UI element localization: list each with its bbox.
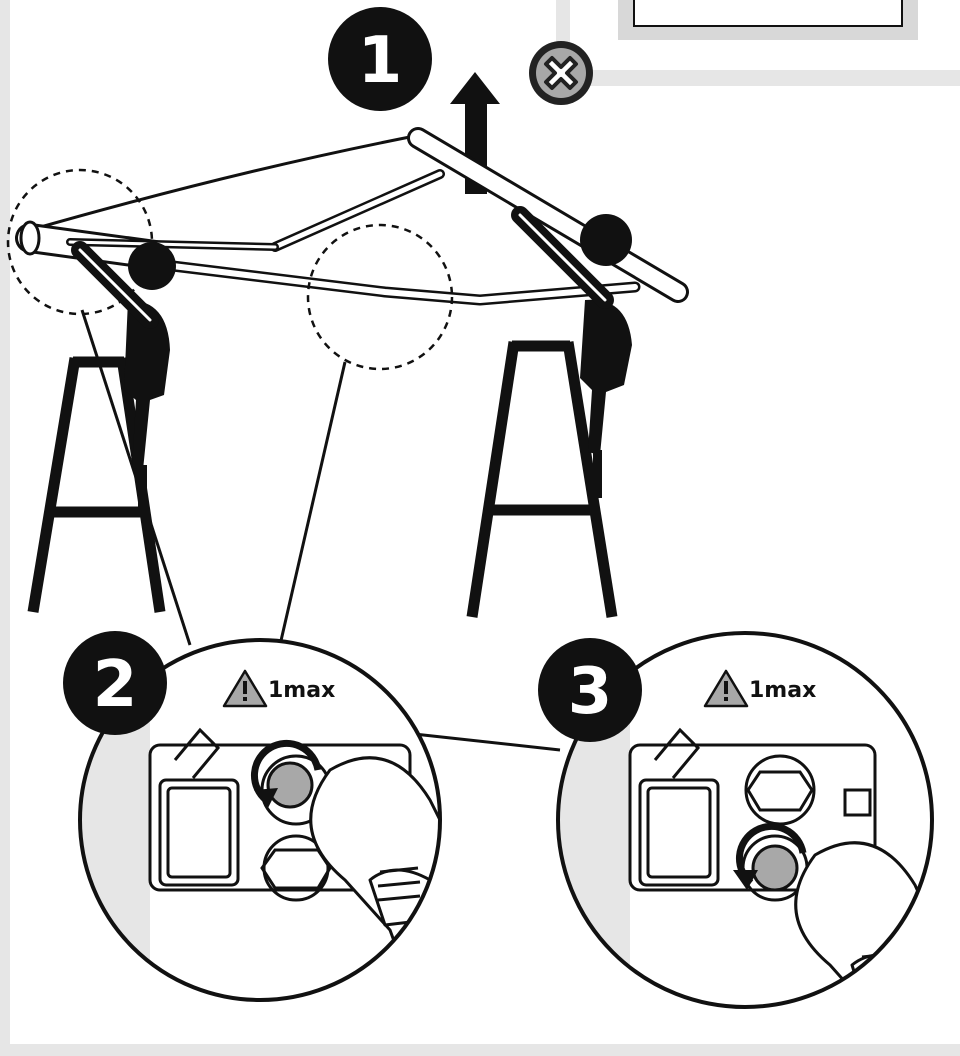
ladder-icon	[466, 340, 618, 618]
step-2-label: 2	[93, 648, 138, 722]
step-2-warning-text: 1max	[268, 678, 335, 703]
prohibited-x-icon	[529, 41, 593, 105]
detail-circle-middle	[306, 223, 454, 371]
step-1-label: 1	[358, 24, 403, 98]
awning-frame	[15, 127, 689, 306]
step-3-label: 3	[568, 655, 613, 729]
step-3-badge: 3	[538, 638, 642, 742]
person-icon	[511, 206, 632, 498]
page-frame-left	[0, 0, 10, 1056]
step-3-warning-text: 1max	[749, 678, 816, 703]
step-2-warning: 1max	[222, 669, 335, 708]
up-arrow-icon	[450, 72, 500, 194]
bracket-plate	[628, 727, 877, 902]
page-frame-bottom	[0, 1044, 960, 1056]
inset-panel	[556, 0, 960, 86]
step-3-warning: 1max	[703, 669, 816, 708]
rotate-ccw-arrow-icon	[250, 739, 322, 803]
step-1-badge: 1	[328, 7, 432, 111]
person-icon	[71, 241, 176, 510]
step-2-badge: 2	[63, 631, 167, 735]
rotate-ccw-arrow-icon	[735, 822, 807, 886]
